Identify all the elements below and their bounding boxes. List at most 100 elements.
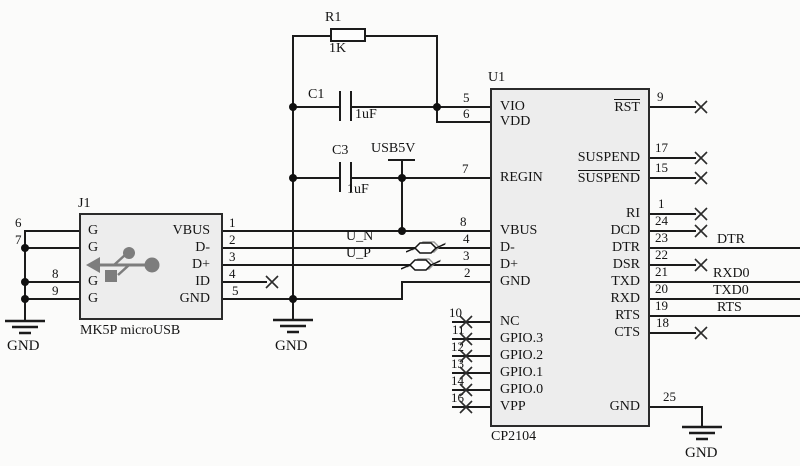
pin-label: SUSPEND <box>577 170 640 186</box>
junction-dot <box>398 227 406 235</box>
rxd0-net-label: RXD0 <box>713 266 750 281</box>
rts-net-label: RTS <box>717 300 742 315</box>
wire <box>452 338 490 340</box>
wire <box>292 177 339 179</box>
no-connect-icon <box>263 273 281 291</box>
pin-label: GND <box>179 291 210 306</box>
wire <box>436 35 438 123</box>
wire <box>401 159 403 232</box>
wire <box>650 177 696 179</box>
pin-number: 3 <box>229 249 236 264</box>
pin-label: TXD <box>611 274 640 289</box>
pin-label: DTR <box>612 240 640 255</box>
r1-value-label: 1K <box>329 41 347 56</box>
u-p-net-label: U_P <box>346 246 371 261</box>
no-connect-icon <box>692 256 710 274</box>
capacitor-c1-plate <box>339 91 341 121</box>
usb5v-net-label: USB5V <box>371 141 416 156</box>
pin-number: 1 <box>229 215 236 230</box>
junction-dot <box>21 278 29 286</box>
pin-label: D- <box>500 240 515 255</box>
pin-number: 8 <box>460 214 467 229</box>
pin-number: 19 <box>655 298 668 313</box>
pin-label: G <box>88 240 99 255</box>
pin-label: RXD <box>610 291 640 306</box>
c3-value-label: 1uF <box>347 182 369 197</box>
pin-label: NC <box>500 314 520 329</box>
pin-label: G <box>88 223 99 238</box>
gnd-net-label: GND <box>685 445 718 461</box>
wire <box>452 389 490 391</box>
no-connect-icon <box>457 364 475 382</box>
wire <box>650 315 800 317</box>
wire <box>650 106 696 108</box>
pin-number: 15 <box>655 160 668 175</box>
no-connect-icon <box>692 324 710 342</box>
no-connect-icon <box>457 347 475 365</box>
wire <box>352 106 490 108</box>
ferrite-bead-icon <box>401 256 441 274</box>
pin-label: ID <box>195 274 210 289</box>
pin-number: 17 <box>655 140 668 155</box>
pin-label: VIO <box>500 99 525 114</box>
resistor-r1 <box>330 28 366 42</box>
pin-number: 22 <box>655 247 668 262</box>
wire <box>650 230 696 232</box>
pin-label: REGIN <box>500 170 543 185</box>
suspend-overline: SUSPEND <box>577 170 640 186</box>
pin-label: SUSPEND <box>577 150 640 165</box>
r1-ref-label: R1 <box>325 10 342 25</box>
junction-dot <box>398 174 406 182</box>
no-connect-icon <box>457 381 475 399</box>
pin-number: 2 <box>464 265 471 280</box>
dtr-net-label: DTR <box>717 232 745 247</box>
wire <box>223 264 490 266</box>
pin-label: G <box>88 274 99 289</box>
pin-number: 7 <box>15 232 22 247</box>
pin-label: D+ <box>191 257 210 272</box>
pin-label: VDD <box>500 114 531 129</box>
pin-label: RST <box>614 99 640 115</box>
wire <box>452 355 490 357</box>
wire <box>24 230 26 320</box>
junction-dot <box>21 244 29 252</box>
pin-label: GPIO.1 <box>500 365 544 380</box>
pin-number: 20 <box>655 281 668 296</box>
u1-part-label: CP2104 <box>491 429 537 444</box>
wire <box>24 281 80 283</box>
j1-ref-label: J1 <box>78 196 91 211</box>
pin-label: RI <box>626 206 640 221</box>
c3-ref-label: C3 <box>332 143 349 158</box>
pin-label: DCD <box>610 223 640 238</box>
wire <box>401 281 403 300</box>
pin-label: VBUS <box>172 223 210 238</box>
wire <box>650 281 800 283</box>
pin-label: GPIO.3 <box>500 331 544 346</box>
wire <box>650 264 696 266</box>
pin-number: 23 <box>655 230 668 245</box>
wire <box>452 321 490 323</box>
c1-value-label: 1uF <box>355 107 377 122</box>
gnd-net-label: GND <box>7 338 40 354</box>
pin-number: 5 <box>463 90 470 105</box>
no-connect-icon <box>457 330 475 348</box>
pin-label: GPIO.0 <box>500 382 544 397</box>
wire <box>366 35 438 37</box>
no-connect-icon <box>692 149 710 167</box>
pin-number: 2 <box>229 232 236 247</box>
wire <box>24 298 80 300</box>
no-connect-icon <box>692 205 710 223</box>
pin-label: D+ <box>500 257 519 272</box>
pin-label: GND <box>500 274 531 289</box>
wire <box>223 281 267 283</box>
no-connect-icon <box>457 398 475 416</box>
capacitor-c3-plate <box>350 162 352 192</box>
wire <box>650 247 800 249</box>
wire <box>223 247 490 249</box>
pin-label: RTS <box>615 308 640 323</box>
rst-overline: RST <box>614 99 640 115</box>
pin-number: 9 <box>657 89 664 104</box>
pin-number: 4 <box>463 231 470 246</box>
pin-number: 6 <box>463 106 470 121</box>
no-connect-icon <box>692 98 710 116</box>
